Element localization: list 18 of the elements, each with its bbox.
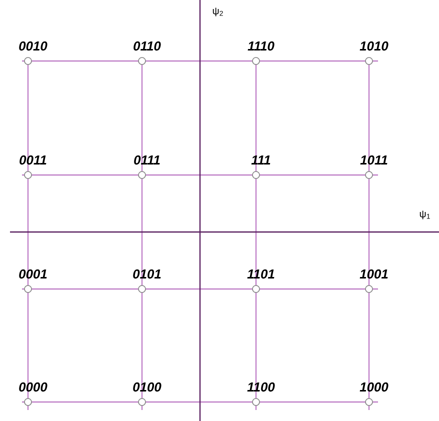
bit-label: 0010 [19,41,48,51]
bit-label: 111 [251,156,270,164]
bit-label: 0000 [19,382,48,392]
bit-label: 0111 [134,155,160,165]
bit-label: 1100 [247,382,275,392]
bit-label: 1000 [360,382,388,392]
bit-label: 1110 [248,41,274,51]
bit-label: 0011 [20,155,46,165]
bit-label: 1011 [360,155,388,165]
bit-label: 1001 [360,269,388,279]
axis-label: ψ$_{1}$ [420,210,430,220]
bit-label: 0110 [134,41,161,51]
bit-label: 0001 [19,269,47,279]
bit-label: 1101 [247,269,274,279]
bit-label: 1010 [360,41,388,51]
bit-label: 0101 [133,269,161,279]
bit-label: 0100 [133,382,162,392]
axis-label: ψ$_{2}$ [212,8,223,16]
